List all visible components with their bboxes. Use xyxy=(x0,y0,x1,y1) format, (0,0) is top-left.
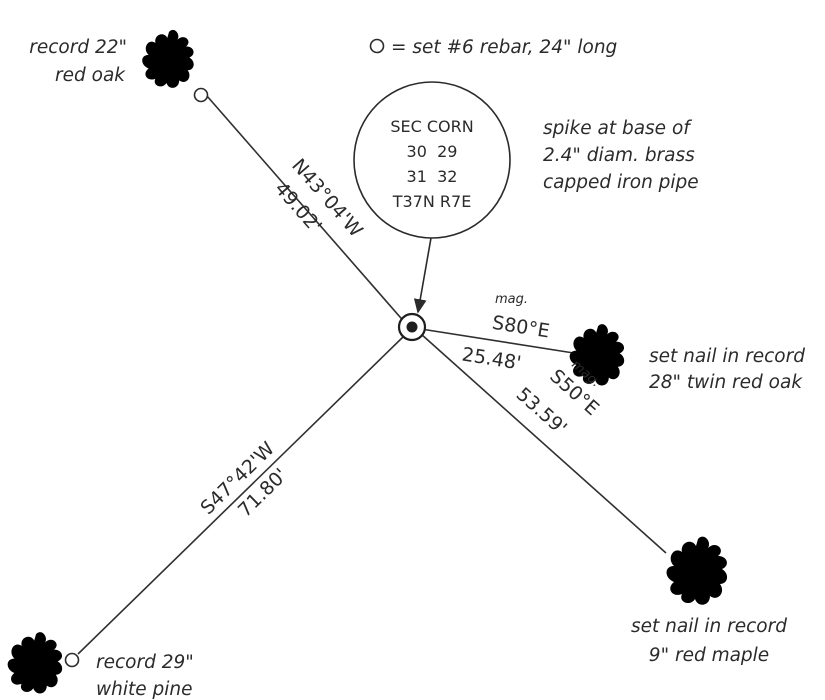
tie-e-object-line-1: set nail in record xyxy=(649,346,805,367)
rebar-legend-icon xyxy=(369,38,385,54)
tie-e-object: set nail in record 28" twin red oak xyxy=(649,346,805,393)
monument-line-2: 30 29 xyxy=(407,142,458,161)
tie-line-e xyxy=(420,328,581,355)
monument-note-line-2: 2.4" diam. brass xyxy=(543,145,695,166)
tie-e-object-line-2: 28" twin red oak xyxy=(649,372,803,393)
tie-nw-object-line-1: record 22" xyxy=(29,37,127,58)
tie-line-sw xyxy=(77,335,405,655)
monument-note: spike at base of 2.4" diam. brass capped… xyxy=(543,118,699,193)
monument-note-line-3: capped iron pipe xyxy=(543,172,699,193)
tie-e-bearing: S80°E xyxy=(491,312,551,343)
monument-line-3: 31 32 xyxy=(407,167,458,186)
tree-icon-se xyxy=(666,536,728,605)
tree-icon-sw xyxy=(7,632,63,694)
tie-sw-object-line-1: record 29" xyxy=(96,652,194,673)
monument-circle xyxy=(353,81,511,239)
tie-se-object-line-2: 9" red maple xyxy=(649,645,769,666)
tie-lines xyxy=(77,95,667,655)
monument-line-1: SEC CORN xyxy=(390,117,473,136)
rebar-marker-sw xyxy=(64,652,80,668)
tie-nw-labels: N43°04'W 49.02' xyxy=(270,155,367,242)
tie-e-distance: 25.48' xyxy=(460,343,522,374)
tie-sw-object: record 29" white pine xyxy=(96,652,194,700)
monument-note-line-1: spike at base of xyxy=(543,118,692,139)
tie-line-se xyxy=(420,333,667,554)
tie-se-object: set nail in record 9" red maple xyxy=(631,616,787,666)
tie-nw-object: record 22" red oak xyxy=(29,37,127,86)
monument-pointer-arrow xyxy=(413,237,432,314)
rebar-marker-nw xyxy=(193,87,209,103)
tie-nw-object-line-2: red oak xyxy=(55,65,126,86)
tie-line-nw xyxy=(206,95,408,326)
tree-icon-nw xyxy=(142,29,194,88)
legend: = set #6 rebar, 24" long xyxy=(369,37,618,58)
tie-e-mag: mag. xyxy=(495,292,528,307)
section-corner-monument xyxy=(397,312,427,342)
monument-callout: SEC CORN 30 29 31 32 T37N R7E xyxy=(353,81,511,314)
tie-e-labels: mag. S80°E 25.48' xyxy=(460,292,551,374)
legend-text: = set #6 rebar, 24" long xyxy=(391,37,618,58)
tie-se-object-line-1: set nail in record xyxy=(631,616,787,637)
monument-line-4: T37N R7E xyxy=(392,192,472,211)
tie-sw-object-line-2: white pine xyxy=(96,679,193,700)
